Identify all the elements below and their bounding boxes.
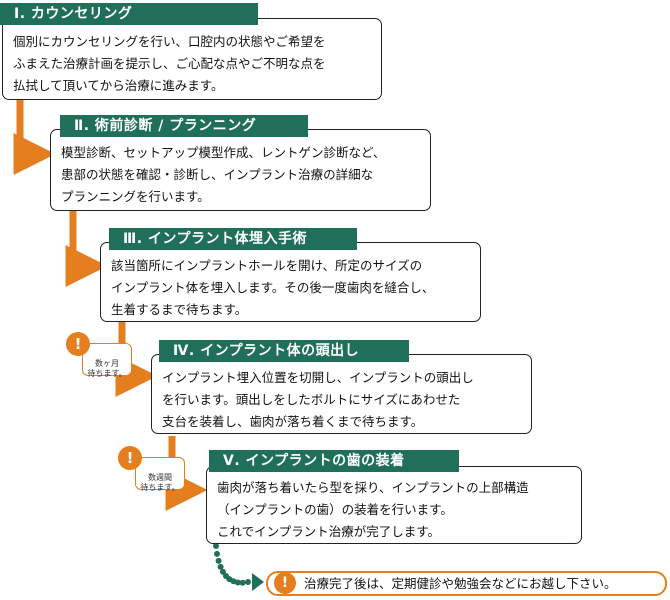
step-1-box: 個別にカウンセリングを行い、口腔内の状態やご希望を ふまえた治療計画を提示し、ご…	[2, 18, 382, 100]
alert-icon: !	[274, 572, 296, 594]
step-5-title: Ⅴ. インプラントの歯の装着	[209, 450, 459, 472]
path-dot	[234, 579, 241, 586]
path-dot	[239, 579, 246, 586]
wait-note-2-line-1: 数週間	[148, 473, 172, 482]
path-dot	[220, 568, 226, 575]
path-dot	[213, 543, 219, 549]
step-5-line-2: （インプラントの歯）の装着を行います。	[217, 502, 453, 517]
step-3-line-1: 該当箇所にインプラントホールを開け、所定のサイズの	[111, 258, 423, 273]
wait-note-weeks: 数週間 待ちます。	[135, 457, 185, 492]
wait-note-months: 数ヶ月 待ちます。	[82, 343, 132, 378]
path-dot	[214, 550, 220, 557]
step-3-line-3: 生着するまで待ちます。	[111, 302, 248, 317]
path-dot	[245, 579, 251, 585]
alert-icon: !	[118, 446, 142, 470]
step-2-title: Ⅱ. 術前診断 / プランニング	[60, 115, 308, 137]
step-4-line-1: インプラント埋入位置を切開し、インプラントの頭出し	[162, 370, 474, 385]
connector-4-5	[165, 436, 208, 511]
step-5-line-1: 歯肉が落ち着いたら型を採り、インプラントの上部構造	[217, 480, 529, 495]
path-dot	[217, 563, 224, 570]
step-2-line-1: 模型診断、セットアップ模型作成、レントゲン診断など、	[61, 145, 386, 160]
connector-2-3	[65, 210, 108, 287]
path-dot	[215, 557, 222, 564]
step-4-title: Ⅳ. インプラント体の頭出し	[159, 340, 409, 362]
step-1-title: Ⅰ. カウンセリング	[0, 3, 258, 25]
wait-note-1-line-2: 待ちます。	[87, 369, 127, 378]
connector-1-2	[13, 98, 56, 175]
step-2-box: 模型診断、セットアップ模型作成、レントゲン診断など、 患部の状態を確認・診断し、…	[50, 129, 431, 211]
step-5-line-3: これでインプラント治療が完了します。	[217, 524, 441, 539]
step-1-line-3: 払拭して頂いてから治療に進みます。	[13, 78, 224, 93]
step-5-box: 歯肉が落ち着いたら型を採り、インプラントの上部構造 （インプラントの歯）の装着を…	[206, 466, 582, 544]
step-1-line-2: ふまえた治療計画を提示し、ご心配な点やご不明な点を	[13, 56, 326, 71]
step-4-box: インプラント埋入位置を切開し、インプラントの頭出し を行います。頭出しをしたボル…	[151, 354, 532, 434]
alert-icon: !	[66, 332, 90, 356]
step-3-title: Ⅲ. インプラント体埋入手術	[109, 228, 357, 250]
step-2-line-2: 患部の状態を確認・診断し、インプラント治療の詳細な	[61, 167, 374, 182]
step-4-line-3: 支台を装着し、歯肉が落ち着くまで待ちます。	[162, 414, 424, 429]
final-note-box: 治療完了後は、定期健診や勉強会などにお越し下さい。	[266, 571, 667, 596]
step-2-line-3: プランニングを行います。	[61, 189, 210, 204]
wait-note-2-line-2: 待ちます。	[140, 483, 180, 492]
step-4-line-2: を行います。頭出しをしたボルトにサイズにあわせた	[162, 392, 461, 407]
step-1-line-1: 個別にカウンセリングを行い、口腔内の状態やご希望を	[13, 34, 326, 49]
step-3-line-2: インプラント体を埋入します。その後一度歯肉を縫合し、	[111, 280, 435, 295]
step-3-box: 該当箇所にインプラントホールを開け、所定のサイズの インプラント体を埋入します。…	[100, 242, 481, 322]
wait-note-1-line-1: 数ヶ月	[95, 359, 119, 368]
final-arrowhead	[252, 573, 264, 591]
dotted-path-to-final	[213, 543, 251, 586]
final-note-text: 治療完了後は、定期健診や勉強会などにお越し下さい。	[304, 576, 617, 591]
connector-3-4	[115, 322, 158, 397]
